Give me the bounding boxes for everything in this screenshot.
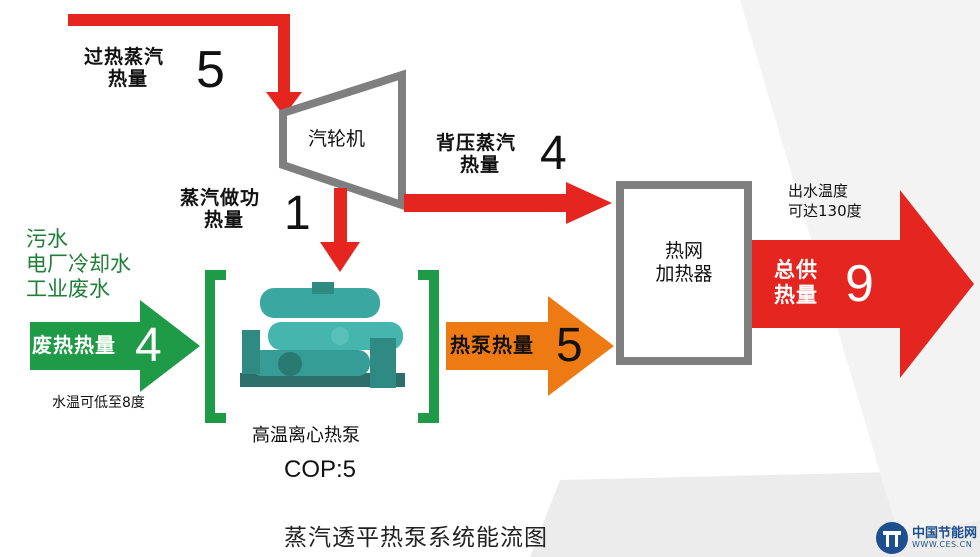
superheated-steam-label-2: 热量: [108, 67, 149, 90]
heat-pump-heat-value: 5: [556, 319, 583, 372]
left-bracket: [205, 270, 226, 423]
heat-pump-cop: COP:5: [284, 456, 357, 483]
waste-source-sewage: 污水: [26, 227, 68, 251]
outlet-label-2: 可达130度: [788, 201, 862, 220]
steam-work-label-1: 蒸汽做功: [180, 187, 261, 209]
right-bracket: [418, 270, 439, 423]
total-supply-label-1: 总供: [774, 258, 818, 282]
heat-pump-heat-label: 热泵热量: [450, 333, 534, 357]
total-supply-label-2: 热量: [774, 283, 818, 308]
waste-heat-note: 水温可低至8度: [52, 395, 145, 411]
back-pressure-value: 4: [540, 127, 567, 180]
steam-work-label-2: 热量: [204, 208, 245, 231]
back-pressure-label-1: 背压蒸汽: [436, 132, 517, 154]
heater-box: [616, 181, 752, 365]
steam-work-value: 1: [284, 187, 311, 240]
heat-pump-label: 高温离心热泵: [252, 425, 360, 446]
waste-source-industrial: 工业废水: [26, 277, 110, 302]
turbine-shape: [279, 69, 406, 211]
logo-text-cn: 中国节能网: [912, 526, 978, 541]
superheated-steam-label-1: 过热蒸汽: [84, 46, 165, 68]
waste-source-cooling-water: 电厂冷却水: [26, 252, 131, 277]
waste-heat-arrow: [30, 300, 200, 392]
turbine-label: 汽轮机: [308, 128, 366, 150]
outlet-label-1: 出水温度: [788, 182, 849, 200]
diagram-title: 蒸汽透平热泵系统能流图: [284, 525, 548, 551]
waste-heat-label: 废热热量: [32, 333, 116, 357]
superheated-steam-value: 5: [196, 41, 225, 99]
heater-label-2: 加热器: [655, 262, 713, 285]
back-pressure-label-2: 热量: [460, 153, 501, 176]
heater-label-1: 热网: [664, 240, 703, 262]
superheated-steam-arrow: [68, 14, 302, 116]
total-supply-value: 9: [845, 255, 874, 313]
back-pressure-steam-arrow: [404, 182, 612, 224]
heat-pump-heat-arrow: [446, 296, 614, 396]
waste-heat-value: 4: [135, 319, 162, 372]
ces-logo-icon: [876, 522, 908, 554]
logo-text-en: WWW.CES.CN: [912, 540, 973, 549]
total-supply-arrow: [752, 190, 974, 378]
steam-work-arrow: [320, 188, 360, 272]
heat-pump-machine: [240, 282, 405, 388]
